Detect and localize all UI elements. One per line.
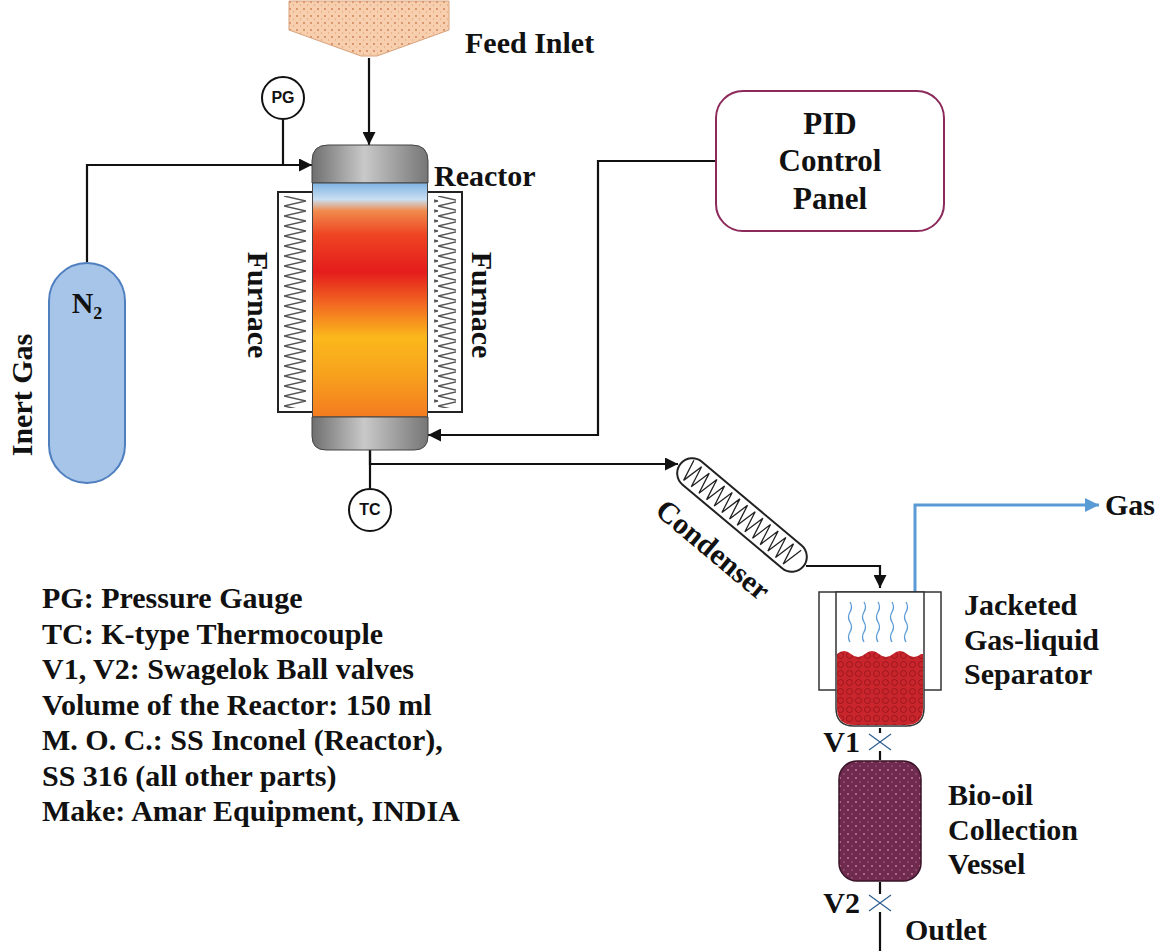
pressure-gauge: PG xyxy=(261,76,305,120)
gas-liquid-separator-shape xyxy=(818,588,942,728)
valve-tag: V1 xyxy=(823,725,860,760)
bio-oil-vessel-shape xyxy=(838,760,922,882)
process-line xyxy=(879,751,881,760)
vapor-line xyxy=(877,602,880,642)
legend-note: V1, V2: Swagelok Ball valves xyxy=(42,651,414,687)
process-line xyxy=(428,161,715,435)
ball-valve-shape xyxy=(868,894,892,912)
valve-tag: V2 xyxy=(823,886,860,921)
gas-label: Gas xyxy=(1105,488,1155,523)
thermocouple: TC xyxy=(348,488,392,532)
ball-valve xyxy=(869,734,891,750)
furnace-label: Furnace xyxy=(465,252,500,359)
vessel-label: Bio-oil Collection Vessel xyxy=(948,778,1098,882)
process-line xyxy=(370,450,678,464)
gas-outlet-line xyxy=(915,505,1099,592)
process-line xyxy=(283,120,312,165)
heating-coil xyxy=(284,196,306,408)
legend-note: M. O. C.: SS Inconel (Reactor), SS 316 (… xyxy=(42,722,462,793)
reactor-body xyxy=(313,183,428,417)
feed-hopper: Feed Inlet xyxy=(288,0,450,58)
ball-valve-shape xyxy=(868,733,892,751)
legend-note: Make: Amar Equipment, INDIA xyxy=(42,793,460,829)
separator-label: Jacketed Gas-liquid Separator xyxy=(964,588,1114,692)
reactor-bottom-cap xyxy=(312,417,428,450)
bio-oil-vessel: Bio-oil Collection Vessel xyxy=(838,760,922,882)
pid-control-panel: PID Control Panel xyxy=(715,90,945,232)
vapor-line xyxy=(891,602,894,642)
heating-coil xyxy=(434,196,456,408)
gas-formula: N₂ xyxy=(72,286,103,321)
ball-valve: V1 xyxy=(868,733,892,751)
feed-inlet-label: Feed Inlet xyxy=(465,26,594,61)
ball-valve xyxy=(869,895,891,911)
reactor-vessel: Reactor xyxy=(312,145,428,450)
process-line xyxy=(879,728,881,733)
furnace-label: Furnace xyxy=(241,252,276,359)
separator-liquid xyxy=(837,651,923,725)
legend-note: TC: K-type Thermocouple xyxy=(42,616,383,652)
collection-vessel xyxy=(839,761,921,881)
gas-liquid-separator: Jacketed Gas-liquid Separator xyxy=(818,588,942,728)
condenser: Condenser xyxy=(678,458,806,572)
gas-cylinder xyxy=(49,263,125,483)
process-line xyxy=(87,165,312,262)
process-line xyxy=(879,882,881,894)
hopper-body xyxy=(289,1,449,56)
reactor-label: Reactor xyxy=(434,159,536,194)
process-line xyxy=(806,566,880,588)
legend-note: Volume of the Reactor: 150 ml xyxy=(42,687,432,723)
ball-valve: V2 xyxy=(868,894,892,912)
nitrogen-cylinder: N₂Inert Gas xyxy=(48,262,126,484)
vapor-line xyxy=(849,602,852,642)
separator-vessel xyxy=(836,592,924,726)
panel-label: PID Control Panel xyxy=(765,105,895,217)
outlet-line xyxy=(879,912,881,951)
reactor-top-cap xyxy=(312,145,428,183)
gauge-tag: PG xyxy=(271,90,294,106)
feed-hopper-shape xyxy=(288,0,450,58)
outlet-label: Outlet xyxy=(905,913,987,948)
inert-gas-label: Inert Gas xyxy=(5,334,40,457)
process-line xyxy=(368,58,370,145)
legend-note: PG: Pressure Gauge xyxy=(42,580,303,616)
thermocouple-tag: TC xyxy=(359,502,380,518)
vapor-line xyxy=(863,602,866,642)
vapor-line xyxy=(905,602,908,642)
reactor-vessel-shape xyxy=(312,145,428,450)
